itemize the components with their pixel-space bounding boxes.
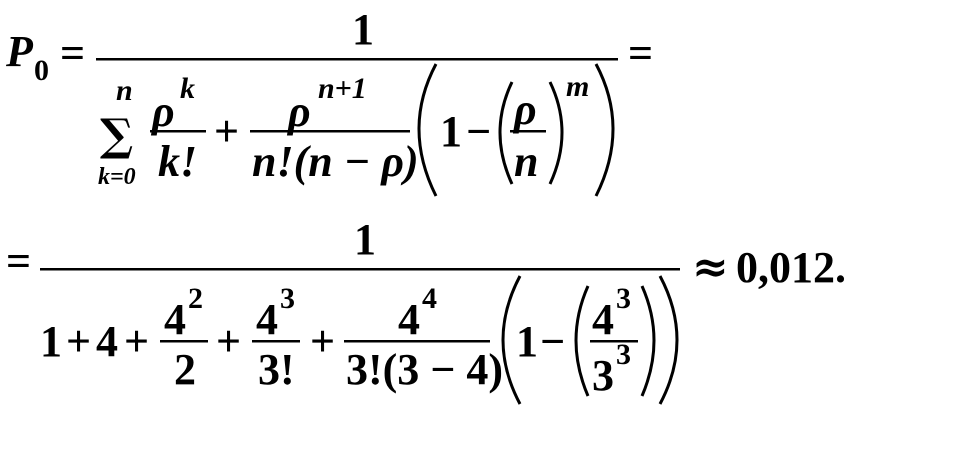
line2-fraction-bar [40,268,680,271]
outer-left-paren [417,63,438,197]
t5-denominator: 3!(3 − 4) [346,345,503,394]
minus-sign: − [466,107,491,156]
equals-sign: = [60,29,85,78]
t3-exponent: 2 [188,282,203,315]
term1-denominator: k! [158,137,197,186]
term1-fraction-bar [150,130,206,133]
inner-den-base: 3 [592,351,614,400]
inner-num-base: 4 [592,295,614,344]
t5-base: 4 [398,295,420,344]
line2-outer-right-paren [658,275,679,405]
inner-fraction-bar [510,130,546,133]
leading-equals-sign: = [6,237,31,286]
inner-exponent: m [566,70,589,103]
inner-right-paren [548,81,564,185]
formula-line-2: = 1 1 + 4 + 4 2 2 + 4 3 3! + 4 4 3!(3 − … [6,215,846,405]
t4-exponent: 3 [280,282,295,315]
term2-fraction-bar [250,130,410,133]
line2-inner-left-paren [574,285,590,397]
den-term-1: 1 [40,317,62,366]
trailing-equals-sign: = [628,29,653,78]
line2-minus-sign: − [540,317,565,366]
p-subscript: 0 [34,54,49,87]
approx-sign: ≈ [692,242,729,293]
den-plus-2: + [124,317,149,366]
formula-line-1: P 0 = 1 n ∑ k=0 ρ k k! + ρ n+1 n!(n − ρ)… [5,5,653,197]
t4-denominator: 3! [258,345,295,394]
inner-rho: ρ [512,85,537,134]
term1-rho: ρ [150,87,175,136]
den-term-2: 4 [96,317,118,366]
factor-one: 1 [440,107,462,156]
inner-den-exponent: 3 [616,338,631,371]
sum-lower-limit: k=0 [98,164,136,190]
t3-denominator: 2 [174,345,196,394]
line2-factor-one: 1 [516,317,538,366]
term2-denominator: n!(n − ρ) [252,137,419,186]
t4-base: 4 [256,295,278,344]
term2-rho: ρ [286,87,311,136]
den-plus-3: + [216,317,241,366]
t3-fraction-bar [160,340,208,343]
line2-inner-right-paren [640,285,656,397]
p-symbol: P [5,27,34,76]
term2-exponent: n+1 [318,72,367,105]
term1-exponent: k [180,72,195,105]
result-value: 0,012. [736,243,846,292]
plus-sign: + [214,107,239,156]
t5-fraction-bar [344,340,490,343]
t3-base: 4 [164,295,186,344]
inner-left-paren [498,81,514,185]
den-plus-4: + [310,317,335,366]
sum-upper-limit: n [116,74,133,107]
line2-outer-left-paren [501,275,522,405]
sum-symbol: ∑ [100,110,133,161]
line2-inner-fraction-bar [590,340,638,343]
inner-num-exponent: 3 [616,282,631,315]
main-numerator: 1 [352,5,374,54]
t5-exponent: 4 [422,282,437,315]
outer-right-paren [594,63,615,197]
main-fraction-bar [96,58,618,61]
inner-n: n [514,137,538,186]
den-plus-1: + [66,317,91,366]
line2-numerator: 1 [354,215,376,264]
t4-fraction-bar [252,340,300,343]
